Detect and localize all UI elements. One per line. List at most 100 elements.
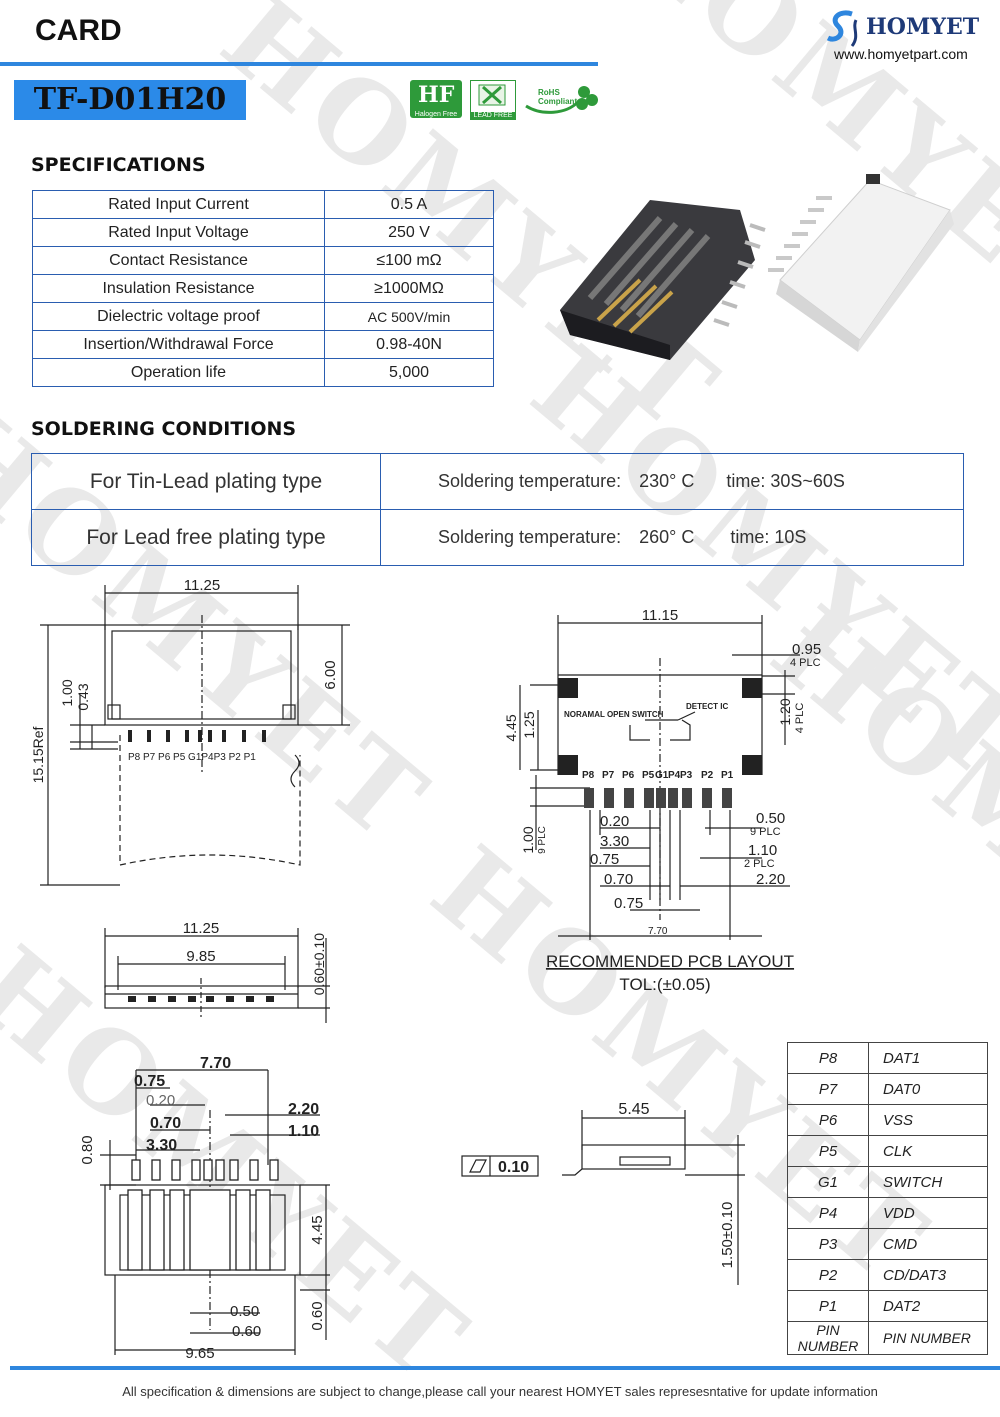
temp-label: Soldering temperature: xyxy=(438,527,622,547)
pin-number: P6 xyxy=(787,1104,869,1136)
spec-value: ≥1000MΩ xyxy=(324,274,494,303)
dim-height: 6.00 xyxy=(322,660,339,689)
front-view-drawing: 11.25 9.85 0.60±0.10 xyxy=(104,920,330,1023)
dim-770: 7.70 xyxy=(200,1055,231,1072)
pcb-pin-label: P7 xyxy=(602,770,615,781)
rohs-label: RoHS Compliant xyxy=(538,88,578,106)
pin-header: PIN NUMBER xyxy=(787,1321,869,1355)
pin-function: VSS xyxy=(868,1104,988,1136)
model-number: TF-D01H20 xyxy=(14,80,246,120)
dim-070: 0.70 xyxy=(604,871,633,888)
pin-function: DAT2 xyxy=(868,1290,988,1322)
brand-website: www.homyetpart.com xyxy=(834,46,968,62)
spec-label: Rated Input Current xyxy=(32,190,325,219)
pin-number: P3 xyxy=(787,1228,869,1260)
dim-020: 0.20 xyxy=(146,1092,175,1109)
rohs-icon: RoHS Compliant xyxy=(522,80,598,118)
pin-function: CMD xyxy=(868,1228,988,1260)
dim-front-height: 0.60±0.10 xyxy=(311,933,327,995)
table-row: For Tin-Lead plating type Soldering temp… xyxy=(31,453,964,510)
dim-050: 0.50 xyxy=(756,810,785,827)
pin-function: DAT1 xyxy=(868,1042,988,1074)
dim-060b: 0.60 xyxy=(309,1301,326,1330)
pin-function: CLK xyxy=(868,1135,988,1167)
dim-330: 3.30 xyxy=(146,1137,177,1154)
pcb-pin-label: P8 xyxy=(582,770,595,781)
dim-front-inner: 9.85 xyxy=(186,948,215,965)
dim-075a: 0.75 xyxy=(590,851,619,868)
dim-side-height: 1.50±0.10 xyxy=(719,1202,736,1269)
pin-labels: P8 P7 P6 P5 G1P4P3 P2 P1 xyxy=(128,752,256,763)
dim-pad-sub: 4 PLC xyxy=(790,657,821,669)
dim-075: 0.75 xyxy=(134,1073,165,1090)
dim-050: 0.50 xyxy=(230,1303,259,1320)
pin-function: VDD xyxy=(868,1197,988,1229)
spec-label: Insulation Resistance xyxy=(32,274,325,303)
side-view-drawing: 5.45 0.10 1.50±0.10 xyxy=(461,1101,745,1285)
dim-110: 1.10 xyxy=(748,842,777,859)
dim-220: 2.20 xyxy=(756,871,785,888)
dim-070: 0.70 xyxy=(150,1115,181,1132)
dim-pin-length: 1.00 xyxy=(59,679,75,706)
lead-free-label: LEAD FREE xyxy=(471,112,515,119)
dim-pad: 0.95 xyxy=(792,641,821,658)
dim-080: 0.80 xyxy=(79,1135,96,1164)
spec-value: AC 500V/min xyxy=(324,302,494,331)
brand-logo-icon xyxy=(822,8,868,59)
time-value: time: 30S~60S xyxy=(726,471,845,491)
pin-function: SWITCH xyxy=(868,1166,988,1198)
specifications-heading: SPECIFICATIONS xyxy=(31,154,206,176)
spec-label: Operation life xyxy=(32,358,325,387)
soldering-heading: SOLDERING CONDITIONS xyxy=(31,418,297,440)
spec-value: 0.98-40N xyxy=(324,330,494,359)
dim-110: 1.10 xyxy=(288,1123,319,1140)
dim-445: 4.45 xyxy=(309,1215,326,1244)
table-row: For Lead free plating type Soldering tem… xyxy=(31,509,964,566)
switch-label: NORAMAL OPEN SWITCH xyxy=(564,710,664,719)
spec-label: Contact Resistance xyxy=(32,246,325,275)
product-photo xyxy=(540,170,970,360)
pin-number: P7 xyxy=(787,1073,869,1105)
dim-220: 2.20 xyxy=(288,1101,319,1118)
dim-020: 0.20 xyxy=(600,813,629,830)
dim-545: 5.45 xyxy=(618,1101,649,1118)
func-header: PIN NUMBER xyxy=(868,1321,988,1355)
pin-number: P8 xyxy=(787,1042,869,1074)
dim-width: 11.25 xyxy=(184,577,220,594)
pcb-tolerance: TOL:(±0.05) xyxy=(619,975,710,994)
lead-free-icon: LEAD FREE xyxy=(470,80,516,120)
pcb-pin-label: P2 xyxy=(701,770,714,781)
dim-330: 3.30 xyxy=(600,833,629,850)
detect-label: DETECT IC xyxy=(686,702,728,711)
pin-number: G1 xyxy=(787,1166,869,1198)
flatness-value: 0.10 xyxy=(498,1159,529,1176)
dim-110-sub: 2 PLC xyxy=(744,858,775,870)
top-view-drawing: 11.25 6.00 1.00 0.43 15.15Ref P8 P7 P6 P… xyxy=(30,577,350,886)
footer-note: All specification & dimensions are subje… xyxy=(122,1384,878,1399)
dim-060a: 0.60 xyxy=(232,1323,261,1340)
plating-type: For Lead free plating type xyxy=(31,509,381,566)
footer-divider xyxy=(10,1366,1000,1370)
temp-value: 260° C xyxy=(639,527,695,547)
dim-front-width: 11.25 xyxy=(183,920,219,937)
pcb-layout-drawing: 11.15 0.95 4 PLC 4.45 1.25 1.20 4 PLC NO… xyxy=(503,607,821,994)
pcb-pin-label: P1 xyxy=(721,770,734,781)
dim-total-length: 15.15Ref xyxy=(30,726,46,783)
spec-value: ≤100 mΩ xyxy=(324,246,494,275)
